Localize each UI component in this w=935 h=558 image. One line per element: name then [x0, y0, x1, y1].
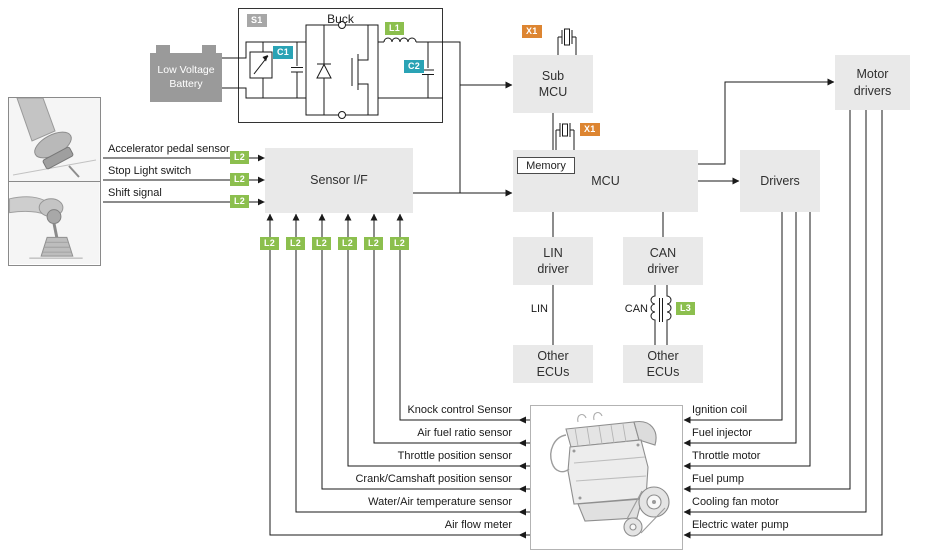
lin-driver-label: LIN driver	[537, 245, 569, 276]
battery-terminal	[202, 45, 216, 54]
lin-bus-label: LIN	[530, 303, 548, 315]
low-voltage-battery-block: Low Voltage Battery	[150, 45, 222, 102]
sensor-if-label: Sensor I/F	[310, 173, 368, 188]
battery-terminal	[156, 45, 170, 54]
input-label: Shift signal	[108, 187, 162, 199]
tag-l2-input: L2	[230, 151, 250, 164]
accelerator-pedal-photo	[9, 98, 100, 181]
actuator-label: Electric water pump	[692, 519, 789, 531]
tag-l2-sensor: L2	[364, 237, 384, 250]
other-ecus-label: Other ECUs	[646, 348, 680, 379]
tag-l2-sensor: L2	[338, 237, 358, 250]
sensor-label: Crank/Camshaft position sensor	[355, 473, 512, 485]
tag-l3: L3	[676, 302, 696, 315]
input-photos-panel	[8, 97, 101, 266]
drivers-label: Drivers	[760, 173, 800, 188]
mcu-label: MCU	[591, 173, 620, 188]
sensor-label: Air fuel ratio sensor	[417, 427, 512, 439]
tag-x1-mcu: X1	[580, 123, 600, 136]
sensor-label: Throttle position sensor	[397, 450, 512, 462]
tag-l2-sensor: L2	[260, 237, 280, 250]
motor-drivers-label: Motor drivers	[853, 67, 892, 98]
engine-illustration	[530, 405, 683, 550]
tag-x1-sub-mcu: X1	[522, 25, 542, 38]
crystal-sub-mcu-icon	[557, 28, 577, 55]
sub-mcu-block: Sub MCU	[513, 55, 593, 113]
buck-label: Buck	[238, 12, 443, 26]
memory-label: Memory	[526, 159, 566, 172]
actuator-drive-lines	[683, 110, 883, 539]
actuator-label: Ignition coil	[692, 404, 748, 416]
lin-driver-block: LIN driver	[513, 237, 593, 285]
input-label: Stop Light switch	[108, 165, 192, 177]
actuator-label: Cooling fan motor	[692, 496, 779, 508]
engine-sensor-lines	[266, 213, 530, 539]
actuator-label: Fuel injector	[692, 427, 752, 439]
sensor-if-block: Sensor I/F	[265, 148, 413, 213]
crystal-mcu-icon	[555, 123, 575, 150]
can-bus-label: CAN	[624, 303, 648, 315]
tag-l2-input: L2	[230, 195, 250, 208]
input-label: Accelerator pedal sensor	[108, 143, 230, 155]
motor-drivers-block: Motor drivers	[835, 55, 910, 110]
tag-l2-sensor: L2	[312, 237, 332, 250]
buck-circuit	[222, 21, 443, 119]
drivers-block: Drivers	[740, 150, 820, 212]
tag-l2-sensor: L2	[286, 237, 306, 250]
actuator-label: Fuel pump	[692, 473, 744, 485]
memory-block: Memory	[517, 157, 575, 174]
battery-label: Low Voltage Battery	[157, 64, 215, 90]
tag-l2-sensor: L2	[390, 237, 410, 250]
can-driver-label: CAN driver	[647, 245, 679, 276]
mcu-links	[552, 78, 835, 237]
tag-l2-input: L2	[230, 173, 250, 186]
tag-c1: C1	[273, 46, 294, 59]
tag-l1: L1	[385, 22, 405, 35]
tag-s1: S1	[247, 14, 267, 27]
sub-mcu-label: Sub MCU	[538, 68, 568, 99]
actuator-label: Throttle motor	[692, 450, 761, 462]
sensor-label: Knock control Sensor	[407, 404, 512, 416]
other-ecus-can-block: Other ECUs	[623, 345, 703, 383]
other-ecus-lin-block: Other ECUs	[513, 345, 593, 383]
other-ecus-label: Other ECUs	[536, 348, 570, 379]
can-bus-choke-icon	[650, 285, 672, 345]
gear-shift-photo	[9, 181, 100, 264]
sensor-label: Air flow meter	[444, 519, 512, 531]
sensor-label: Water/Air temperature sensor	[368, 496, 512, 508]
buck-label-text: Buck	[327, 12, 354, 26]
power-bus	[413, 41, 513, 197]
can-driver-block: CAN driver	[623, 237, 703, 285]
tag-c2: C2	[404, 60, 425, 73]
